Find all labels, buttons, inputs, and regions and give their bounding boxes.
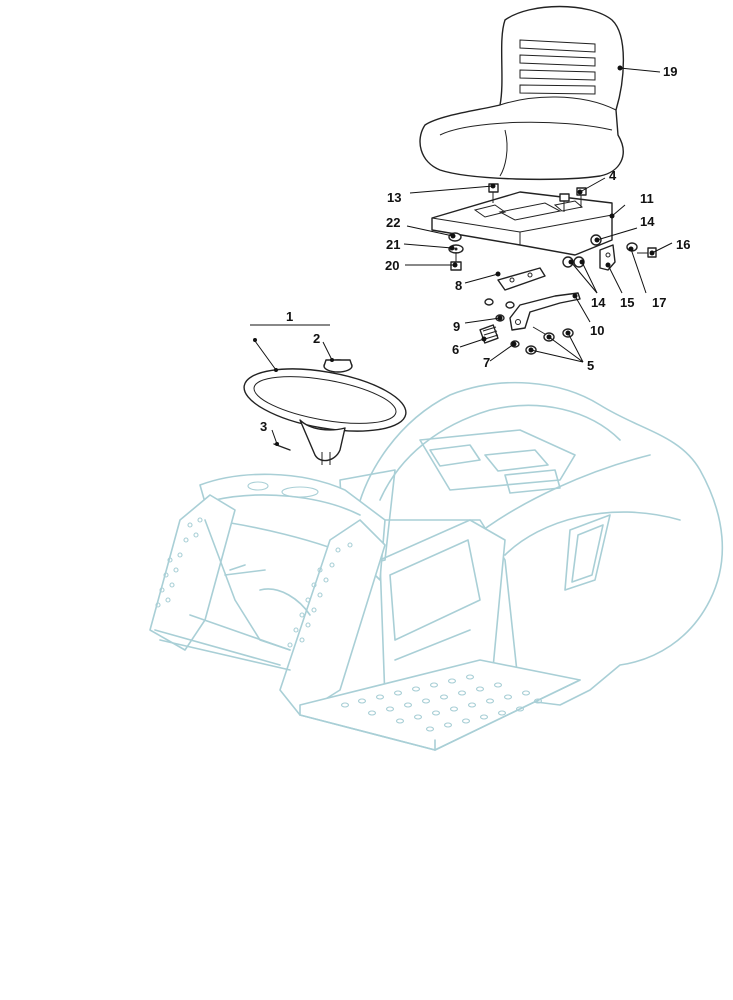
- bracket-part: [497, 267, 546, 291]
- callout-9: 9: [453, 319, 460, 334]
- tractor-body-outline: [149, 381, 724, 751]
- callout-5: 5: [587, 358, 594, 373]
- callout-3: 3: [260, 419, 267, 434]
- callout-7: 7: [483, 355, 490, 370]
- steering-wheel-part: [243, 368, 407, 465]
- leader-lines: [250, 67, 673, 445]
- seat-part: [419, 5, 625, 181]
- callout-21: 21: [386, 237, 400, 252]
- callout-2: 2: [313, 331, 320, 346]
- callout-14-bottom: 14: [591, 295, 606, 310]
- callout-4: 4: [609, 168, 617, 183]
- callout-10: 10: [590, 323, 604, 338]
- steering-cap-part: [323, 359, 353, 373]
- callout-17: 17: [652, 295, 666, 310]
- callout-16: 16: [676, 237, 690, 252]
- callout-6: 6: [452, 342, 459, 357]
- callout-15: 15: [620, 295, 634, 310]
- leader-dots: [253, 65, 655, 446]
- callout-8: 8: [455, 278, 462, 293]
- seat-adjust-lever-part: [479, 292, 581, 355]
- callout-14-top: 14: [640, 214, 655, 229]
- side-panel-holes: [155, 517, 353, 648]
- callout-labels: 1 2 3 4 5 6 7 8 9 10 11 13 14 14 15 16 1…: [260, 64, 690, 434]
- footboard-holes: [340, 674, 543, 732]
- callout-1: 1: [286, 309, 293, 324]
- callout-20: 20: [385, 258, 399, 273]
- callout-13: 13: [387, 190, 401, 205]
- callout-22: 22: [386, 215, 400, 230]
- seat-plate-part: [431, 191, 613, 256]
- callout-19: 19: [663, 64, 677, 79]
- callout-11: 11: [640, 191, 654, 206]
